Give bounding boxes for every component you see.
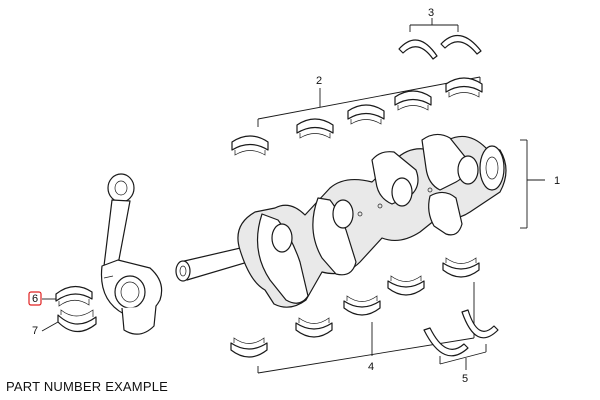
rod-bearing-shell-lower	[57, 309, 97, 333]
callout-3-bracket	[409, 18, 459, 32]
lower-thrust-washer	[423, 309, 499, 357]
callout-6-highlight	[28, 291, 42, 306]
connecting-rod	[100, 173, 163, 335]
caption: PART NUMBER EXAMPLE	[6, 379, 169, 394]
callout-5-bracket	[439, 344, 487, 370]
callout-5[interactable]: 5	[462, 373, 468, 385]
crankshaft	[175, 133, 507, 308]
callout-6[interactable]: 6	[32, 293, 38, 305]
rod-bearing-shell-upper	[55, 285, 93, 307]
callout-4[interactable]: 4	[368, 361, 374, 373]
callout-2-bracket	[257, 76, 481, 127]
callout-7[interactable]: 7	[32, 325, 38, 337]
callout-2[interactable]: 2	[316, 75, 322, 87]
callout-7-leader	[41, 321, 59, 332]
callout-1[interactable]: 1	[554, 175, 560, 187]
callout-3[interactable]: 3	[428, 7, 434, 19]
callout-1-bracket	[520, 139, 545, 229]
upper-thrust-washer	[398, 35, 482, 60]
